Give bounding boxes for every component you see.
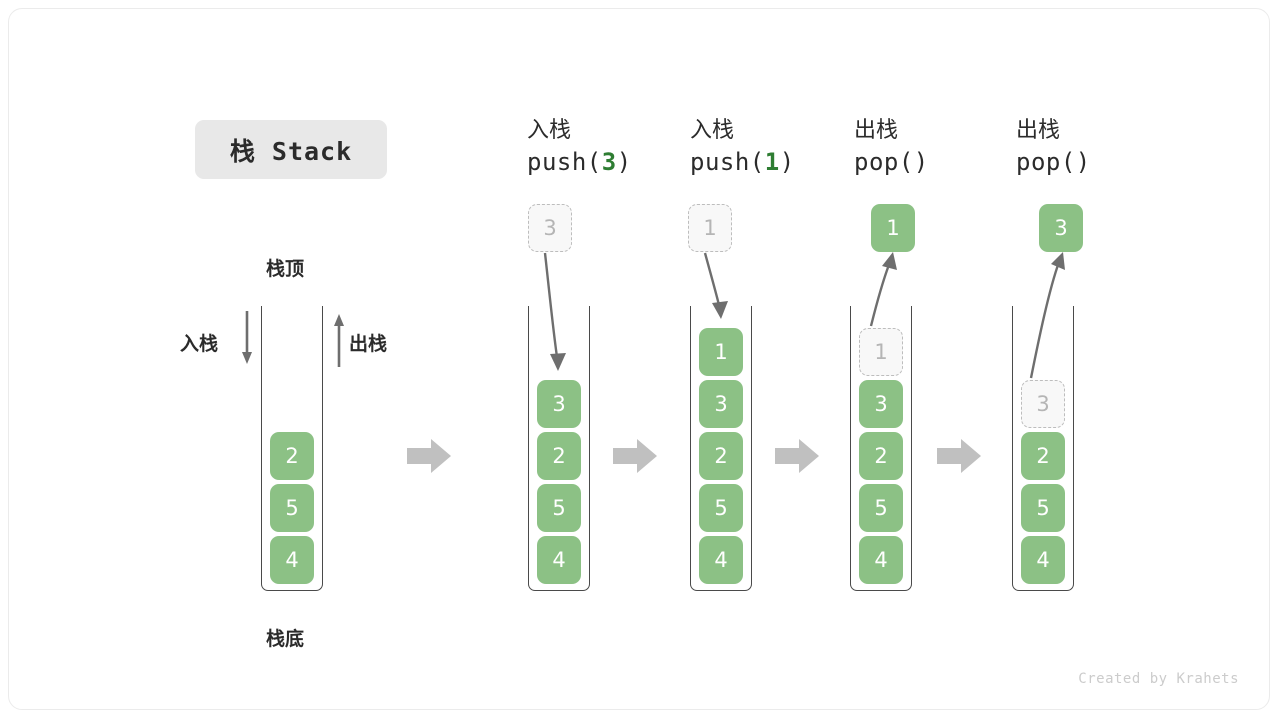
stack-container-pop-1	[850, 306, 912, 591]
stack-cell: 4	[859, 536, 903, 584]
stack-cell: 3	[699, 380, 743, 428]
column-header-code: pop()	[854, 145, 1024, 179]
stack-bottom-label: 栈底	[266, 629, 305, 650]
stack-cell: 1	[699, 328, 743, 376]
column-header-code: pop()	[1016, 145, 1186, 179]
footer-credit: Created by Krahets	[1078, 671, 1239, 687]
code-prefix: push(	[527, 148, 602, 176]
flow-arrow	[613, 439, 657, 473]
code-prefix: pop(	[854, 148, 914, 176]
column-header-push-3: 入栈 push(3)	[527, 115, 697, 179]
code-prefix: pop(	[1016, 148, 1076, 176]
ghost-cell: 1	[859, 328, 903, 376]
stack-cell: 2	[270, 432, 314, 480]
code-argument: 3	[601, 148, 617, 176]
ghost-cell: 3	[528, 204, 572, 252]
stack-container-push-1	[690, 306, 752, 591]
stack-container-pop-3	[1012, 306, 1074, 591]
stack-cell: 4	[1021, 536, 1065, 584]
stack-container-initial	[261, 306, 323, 591]
ghost-cell: 1	[688, 204, 732, 252]
code-suffix: )	[779, 148, 795, 176]
column-header-cn: 入栈	[527, 117, 572, 142]
stack-cell: 2	[859, 432, 903, 480]
pop-side-label: 出栈	[349, 334, 388, 355]
stack-cell: 5	[270, 484, 314, 532]
stack-container-push-3	[528, 306, 590, 591]
column-header-cn: 出栈	[1016, 117, 1061, 142]
ghost-cell: 3	[1021, 380, 1065, 428]
push-direction-arrow	[242, 311, 252, 364]
stack-cell: 5	[699, 484, 743, 532]
stack-cell: 3	[537, 380, 581, 428]
stack-cell: 2	[699, 432, 743, 480]
popped-cell: 1	[871, 204, 915, 252]
pop-direction-arrow	[334, 314, 344, 367]
stack-cell: 4	[699, 536, 743, 584]
column-header-cn: 入栈	[690, 117, 735, 142]
flow-arrow	[775, 439, 819, 473]
stack-cell: 4	[270, 536, 314, 584]
stack-cell: 5	[859, 484, 903, 532]
code-prefix: push(	[690, 148, 765, 176]
code-suffix: )	[1075, 148, 1091, 176]
stack-cell: 2	[537, 432, 581, 480]
push-side-label: 入栈	[180, 334, 219, 355]
stack-cell: 5	[1021, 484, 1065, 532]
stack-cell: 3	[859, 380, 903, 428]
column-header-code: push(3)	[527, 145, 697, 179]
stack-cell: 2	[1021, 432, 1065, 480]
diagram-canvas: 栈 Stack 栈顶 栈底 入栈 出栈 2 5 4 入栈 push(3) 3 3…	[8, 8, 1270, 710]
flow-arrow	[407, 439, 451, 473]
code-argument: 1	[764, 148, 780, 176]
column-header-code: push(1)	[690, 145, 860, 179]
code-suffix: )	[616, 148, 632, 176]
stack-cell: 5	[537, 484, 581, 532]
title-badge: 栈 Stack	[195, 120, 387, 179]
flow-arrow	[937, 439, 981, 473]
column-header-cn: 出栈	[854, 117, 899, 142]
column-header-push-1: 入栈 push(1)	[690, 115, 860, 179]
code-suffix: )	[913, 148, 929, 176]
column-header-pop-3: 出栈 pop()	[1016, 115, 1186, 179]
column-header-pop-1: 出栈 pop()	[854, 115, 1024, 179]
stack-top-label: 栈顶	[266, 259, 305, 280]
stack-cell: 4	[537, 536, 581, 584]
popped-cell: 3	[1039, 204, 1083, 252]
